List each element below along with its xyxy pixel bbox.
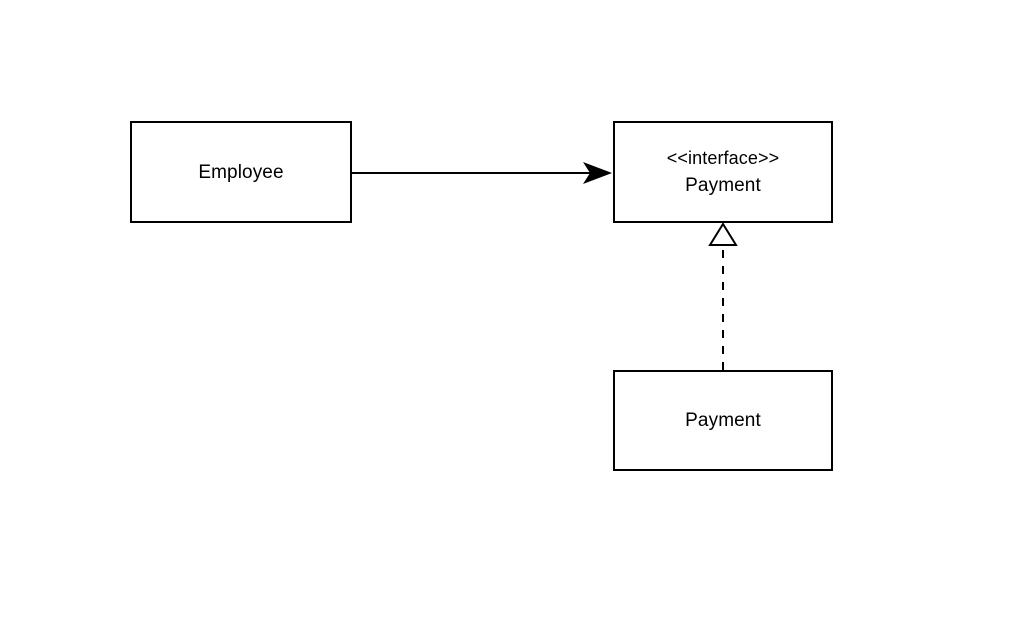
class-box-interface-payment[interactable]: <<interface>> Payment: [613, 121, 833, 223]
association-employee-to-interface: [352, 162, 612, 184]
class-box-employee[interactable]: Employee: [130, 121, 352, 223]
class-name-interface-payment: Payment: [685, 175, 761, 196]
hollow-triangle-arrowhead-icon: [708, 222, 738, 246]
class-name-employee: Employee: [198, 161, 284, 183]
realization-payment-to-interface: [708, 222, 738, 370]
stereotype-label-interface: <<interface>>: [666, 148, 780, 168]
class-box-payment[interactable]: Payment: [613, 370, 833, 471]
class-name-payment: Payment: [685, 410, 761, 431]
filled-arrowhead-icon: [583, 162, 612, 184]
